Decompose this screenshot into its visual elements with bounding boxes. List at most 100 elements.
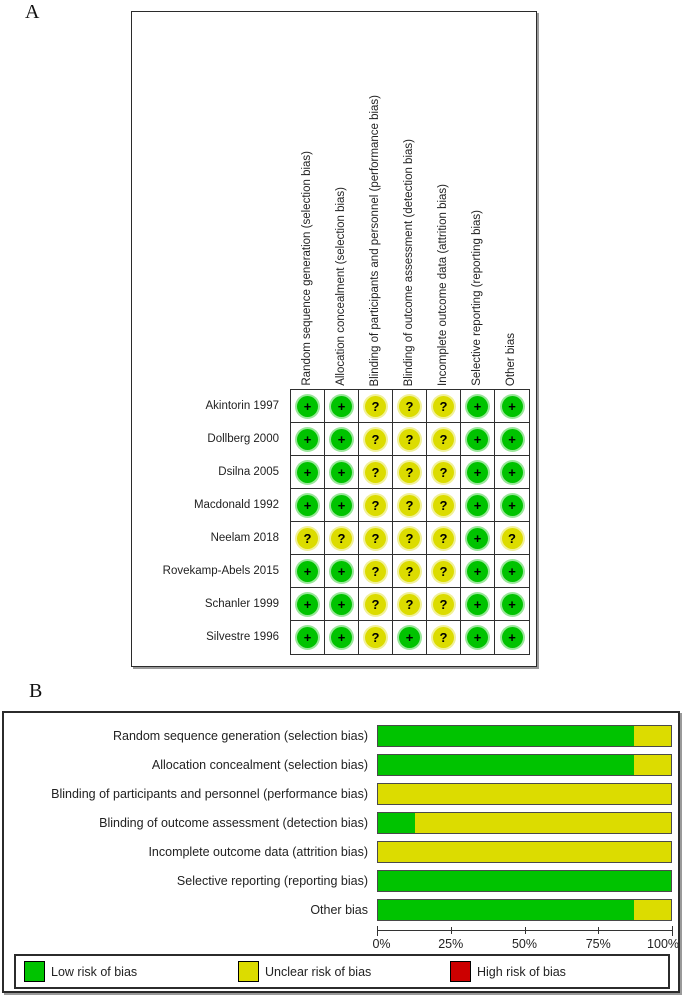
x-axis: 0%25%50%75%100% xyxy=(372,924,679,956)
judgement-cell: + xyxy=(325,489,359,522)
judgement-circle-low: + xyxy=(331,395,352,417)
legend-label: High risk of bias xyxy=(477,964,566,979)
judgement-cell: + xyxy=(393,621,427,654)
judgement-circle-unclear: ? xyxy=(433,395,454,417)
judgement-circle-low: + xyxy=(467,494,488,516)
judgement-circle-unclear: ? xyxy=(433,461,454,483)
judgement-circle-low: + xyxy=(297,627,318,648)
domain-header-label: Blinding of participants and personnel (… xyxy=(369,94,381,387)
judgement-cell: + xyxy=(291,423,325,456)
judgement-circle-unclear: ? xyxy=(501,527,523,549)
bias-bar-row: Selective reporting (reporting bias) xyxy=(4,866,672,895)
judgement-cell: ? xyxy=(393,423,427,456)
judgement-circle-unclear: ? xyxy=(365,428,386,450)
bar-segment-low xyxy=(378,725,635,746)
judgement-circle-low: + xyxy=(297,395,318,417)
study-label: Macdonald 1992 xyxy=(193,499,279,511)
bar-segment-unclear xyxy=(378,783,671,804)
judgement-cell: + xyxy=(325,588,359,621)
judgement-circle-low: + xyxy=(297,560,318,582)
judgement-circle-unclear: ? xyxy=(365,560,386,582)
bias-bar xyxy=(377,898,672,921)
judgement-circle-low: + xyxy=(297,593,318,615)
judgement-cell: + xyxy=(325,456,359,489)
judgement-cell: ? xyxy=(427,489,461,522)
judgement-circle-low: + xyxy=(501,494,523,516)
judgement-cell: + xyxy=(325,621,359,654)
axis-tick xyxy=(377,926,378,936)
judgement-circle-unclear: ? xyxy=(399,593,420,615)
judgement-cell: + xyxy=(461,588,495,621)
domain-header-label: Allocation concealment (selection bias) xyxy=(335,187,347,386)
judgement-cell: + xyxy=(461,555,495,588)
judgement-circle-low: + xyxy=(331,627,352,648)
axis-tick xyxy=(524,927,526,934)
judgement-circle-low: + xyxy=(467,461,488,483)
judgement-cell: ? xyxy=(393,555,427,588)
domain-headers: Random sequence generation (selection bi… xyxy=(290,18,530,387)
legend-label: Unclear risk of bias xyxy=(265,964,372,979)
judgement-cell: ? xyxy=(359,522,393,555)
judgement-circle-unclear: ? xyxy=(433,627,454,648)
bias-bar-label: Incomplete outcome data (attrition bias) xyxy=(148,844,368,859)
legend-item-low: Low risk of bias xyxy=(24,956,137,987)
legend-item-high: High risk of bias xyxy=(450,956,566,987)
judgement-cell: + xyxy=(325,390,359,423)
judgement-circle-low: + xyxy=(297,428,318,450)
bias-bar-row: Blinding of outcome assessment (detectio… xyxy=(4,808,672,837)
bias-bar-label: Random sequence generation (selection bi… xyxy=(112,728,368,743)
judgement-cell: ? xyxy=(427,555,461,588)
axis-tick xyxy=(450,927,452,934)
domain-header-label: Incomplete outcome data (attrition bias) xyxy=(437,184,449,386)
judgement-cell: ? xyxy=(427,522,461,555)
domain-header-label: Other bias xyxy=(505,332,517,386)
domain-header: Blinding of outcome assessment (detectio… xyxy=(392,18,426,386)
judgement-cell: + xyxy=(495,489,529,522)
judgement-circle-low: + xyxy=(501,560,523,582)
axis-tick-label: 100% xyxy=(647,937,680,951)
judgement-cell: ? xyxy=(359,489,393,522)
judgement-cell: + xyxy=(461,489,495,522)
judgement-circle-unclear: ? xyxy=(399,560,420,582)
domain-header: Random sequence generation (selection bi… xyxy=(290,18,324,386)
judgement-cell: ? xyxy=(291,522,325,555)
judgement-circle-unclear: ? xyxy=(433,560,454,582)
bar-segment-unclear xyxy=(414,812,671,833)
domain-header-label: Blinding of outcome assessment (detectio… xyxy=(403,138,415,386)
judgement-circle-unclear: ? xyxy=(365,395,386,417)
judgement-circle-low: + xyxy=(501,627,523,648)
bias-bar-label: Blinding of outcome assessment (detectio… xyxy=(99,815,368,830)
judgement-circle-low: + xyxy=(467,428,488,450)
axis-tick-label: 25% xyxy=(438,937,464,951)
study-label: Akintorin 1997 xyxy=(205,400,279,412)
bar-segment-low xyxy=(378,812,415,833)
judgement-circle-unclear: ? xyxy=(433,428,454,450)
judgement-circle-unclear: ? xyxy=(433,494,454,516)
judgement-circle-unclear: ? xyxy=(365,461,386,483)
judgement-cell: + xyxy=(291,456,325,489)
bias-bar-label: Allocation concealment (selection bias) xyxy=(151,757,368,772)
bar-segment-unclear xyxy=(634,899,671,920)
judgement-circle-low: + xyxy=(331,560,352,582)
judgement-cell: + xyxy=(461,390,495,423)
judgement-cell: ? xyxy=(359,456,393,489)
judgement-cell: ? xyxy=(359,555,393,588)
axis-tick-label: 0% xyxy=(372,937,391,951)
rob-graph-rows: Random sequence generation (selection bi… xyxy=(4,721,672,924)
judgement-circle-low: + xyxy=(467,560,488,582)
legend-item-unclear: Unclear risk of bias xyxy=(238,956,371,987)
bar-segment-low xyxy=(378,754,635,775)
judgement-cell: + xyxy=(291,555,325,588)
judgement-circle-low: + xyxy=(501,395,523,417)
bias-bar xyxy=(377,753,672,776)
judgement-cell: + xyxy=(291,489,325,522)
bias-bar xyxy=(377,869,672,892)
study-label: Rovekamp-Abels 2015 xyxy=(162,565,279,577)
judgement-cell: ? xyxy=(359,588,393,621)
judgement-circle-unclear: ? xyxy=(399,395,420,417)
panel-a-summary-box: Random sequence generation (selection bi… xyxy=(131,11,537,667)
judgement-cell: + xyxy=(291,588,325,621)
bias-bar xyxy=(377,782,672,805)
judgement-circle-low: + xyxy=(467,395,488,417)
